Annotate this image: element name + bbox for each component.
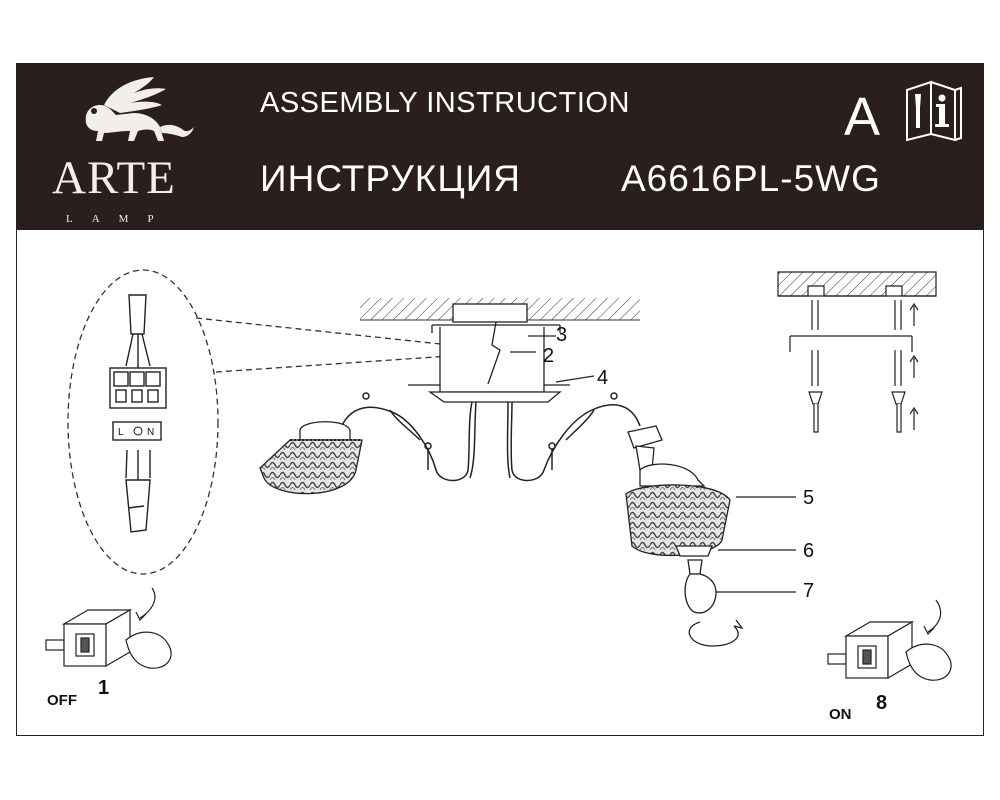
ceiling-mount-detail [777, 271, 937, 433]
title-russian: ИНСТРУКЦИЯ [260, 158, 522, 199]
right-shade [625, 425, 744, 647]
left-shade [259, 421, 363, 495]
terminal-label-n: N [147, 427, 154, 438]
switch-off-illustration [45, 587, 172, 669]
step-8-number: 8 [876, 692, 888, 714]
callout-7: 7 [803, 580, 815, 602]
wiring-detail [109, 294, 167, 533]
switch-on-illustration [827, 599, 952, 681]
model-number: A6616PL-5WG [621, 158, 881, 199]
title-english: ASSEMBLY INSTRUCTION [260, 87, 630, 119]
mounting-plate [408, 303, 570, 403]
callout-5: 5 [803, 487, 815, 509]
callout-3: 3 [556, 324, 568, 346]
lamp-arms [339, 392, 641, 482]
info-book-icon [906, 80, 962, 142]
switch-off-label: OFF [47, 692, 77, 709]
terminal-markings: L N [118, 426, 154, 438]
switch-on-label: ON [829, 706, 852, 723]
step-1-number: 1 [98, 677, 110, 699]
callout-leaders [510, 335, 796, 593]
wiring-detail-bubble [67, 269, 451, 575]
callout-2: 2 [543, 345, 555, 367]
logo-subtitle: LAMP [66, 213, 173, 225]
callout-6: 6 [803, 540, 815, 562]
header-band: ARTE LAMP ASSEMBLY INSTRUCTION ИНСТРУКЦИ… [16, 63, 984, 230]
callout-4: 4 [597, 367, 609, 389]
logo-wordmark: ARTE [52, 152, 176, 204]
griffin-logo-icon [85, 77, 194, 141]
terminal-label-l: L [118, 427, 124, 438]
section-letter: A [844, 87, 881, 147]
